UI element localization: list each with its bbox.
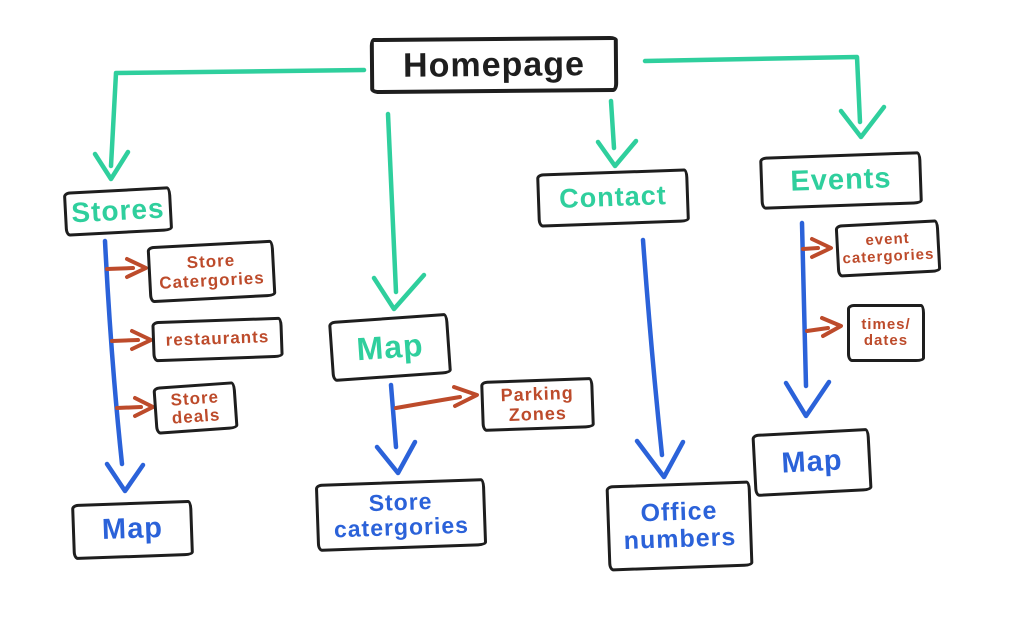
node-stores-map: Map — [71, 499, 194, 561]
arrowhead-down-icon — [92, 149, 131, 182]
node-office-numbers-label: Office numbers — [623, 496, 737, 555]
edge-homepage-stores — [92, 67, 367, 182]
node-homepage: Homepage — [369, 35, 619, 95]
edge-stores-map — [102, 238, 146, 494]
node-contact-label: Contact — [558, 180, 668, 215]
edge-line — [105, 266, 135, 271]
node-restaurants: restaurants — [151, 316, 284, 363]
node-office-numbers: Office numbers — [605, 480, 754, 572]
edge-map-store-catergories — [374, 382, 418, 476]
arrowhead-right-icon — [810, 237, 833, 259]
edge-line — [385, 111, 399, 295]
edge-stores-store-deals — [115, 396, 155, 418]
node-stores-map-label: Map — [101, 512, 164, 547]
node-stores-label: Stores — [70, 192, 166, 229]
arrowhead-down-icon — [595, 138, 639, 169]
edge-map-parking-zones — [394, 385, 479, 410]
edge-events-event-catergories — [801, 237, 833, 259]
node-times-dates: times/ dates — [847, 304, 925, 362]
node-restaurants-label: restaurants — [165, 327, 270, 351]
arrowhead-right-icon — [125, 257, 148, 279]
arrowhead-right-icon — [130, 329, 153, 351]
edge-homepage-events — [642, 54, 887, 140]
arrowhead-down-icon — [371, 272, 427, 312]
node-parking-zones: Parking Zones — [480, 377, 595, 432]
node-event-catergories: event catergories — [834, 219, 942, 278]
node-events-map-label: Map — [780, 444, 844, 480]
edge-line — [110, 338, 140, 343]
node-homepage-label: Homepage — [402, 44, 586, 85]
edge-line — [640, 237, 665, 458]
node-store-deals-label: Store deals — [169, 386, 221, 428]
node-times-dates-label: times/ dates — [861, 315, 911, 349]
edge-line — [102, 238, 125, 467]
arrowhead-right-icon — [820, 316, 843, 338]
node-map: Map — [328, 312, 452, 383]
edge-homepage-contact — [595, 98, 639, 169]
edge-line — [801, 246, 820, 251]
edge-stores-restaurants — [110, 329, 153, 351]
node-stores: Stores — [62, 186, 174, 237]
arrowhead-down-icon — [783, 379, 832, 419]
node-events: Events — [759, 151, 923, 210]
edge-homepage-map — [371, 111, 427, 312]
arrowhead-down-icon — [104, 461, 146, 494]
edge-line — [642, 54, 863, 125]
node-map-store-catergories: Store catergories — [314, 478, 488, 552]
node-parking-zones-label: Parking Zones — [500, 382, 574, 425]
edge-events-times-dates — [805, 316, 843, 338]
edge-contact-office-numbers — [634, 237, 686, 480]
node-map-store-catergories-label: Store catergories — [333, 488, 470, 543]
node-events-map: Map — [751, 427, 873, 498]
edge-line — [108, 67, 367, 169]
edge-stores-store-catergories — [105, 257, 148, 279]
node-events-label: Events — [789, 162, 893, 198]
edge-line — [115, 405, 143, 410]
node-event-catergories-label: event catergories — [842, 230, 935, 267]
node-store-catergories: Store Catergories — [146, 239, 277, 304]
arrowhead-down-icon — [838, 104, 887, 140]
arrowhead-down-icon — [374, 439, 418, 476]
node-map-label: Map — [355, 326, 425, 368]
edge-line — [805, 326, 830, 333]
node-contact: Contact — [536, 168, 690, 228]
arrowhead-right-icon — [452, 385, 479, 408]
edge-line — [608, 98, 617, 151]
arrowhead-down-icon — [634, 438, 686, 480]
node-store-catergories-label: Store Catergories — [158, 250, 266, 293]
node-store-deals: Store deals — [152, 381, 239, 435]
edge-line — [394, 395, 462, 410]
edge-line — [388, 382, 399, 450]
